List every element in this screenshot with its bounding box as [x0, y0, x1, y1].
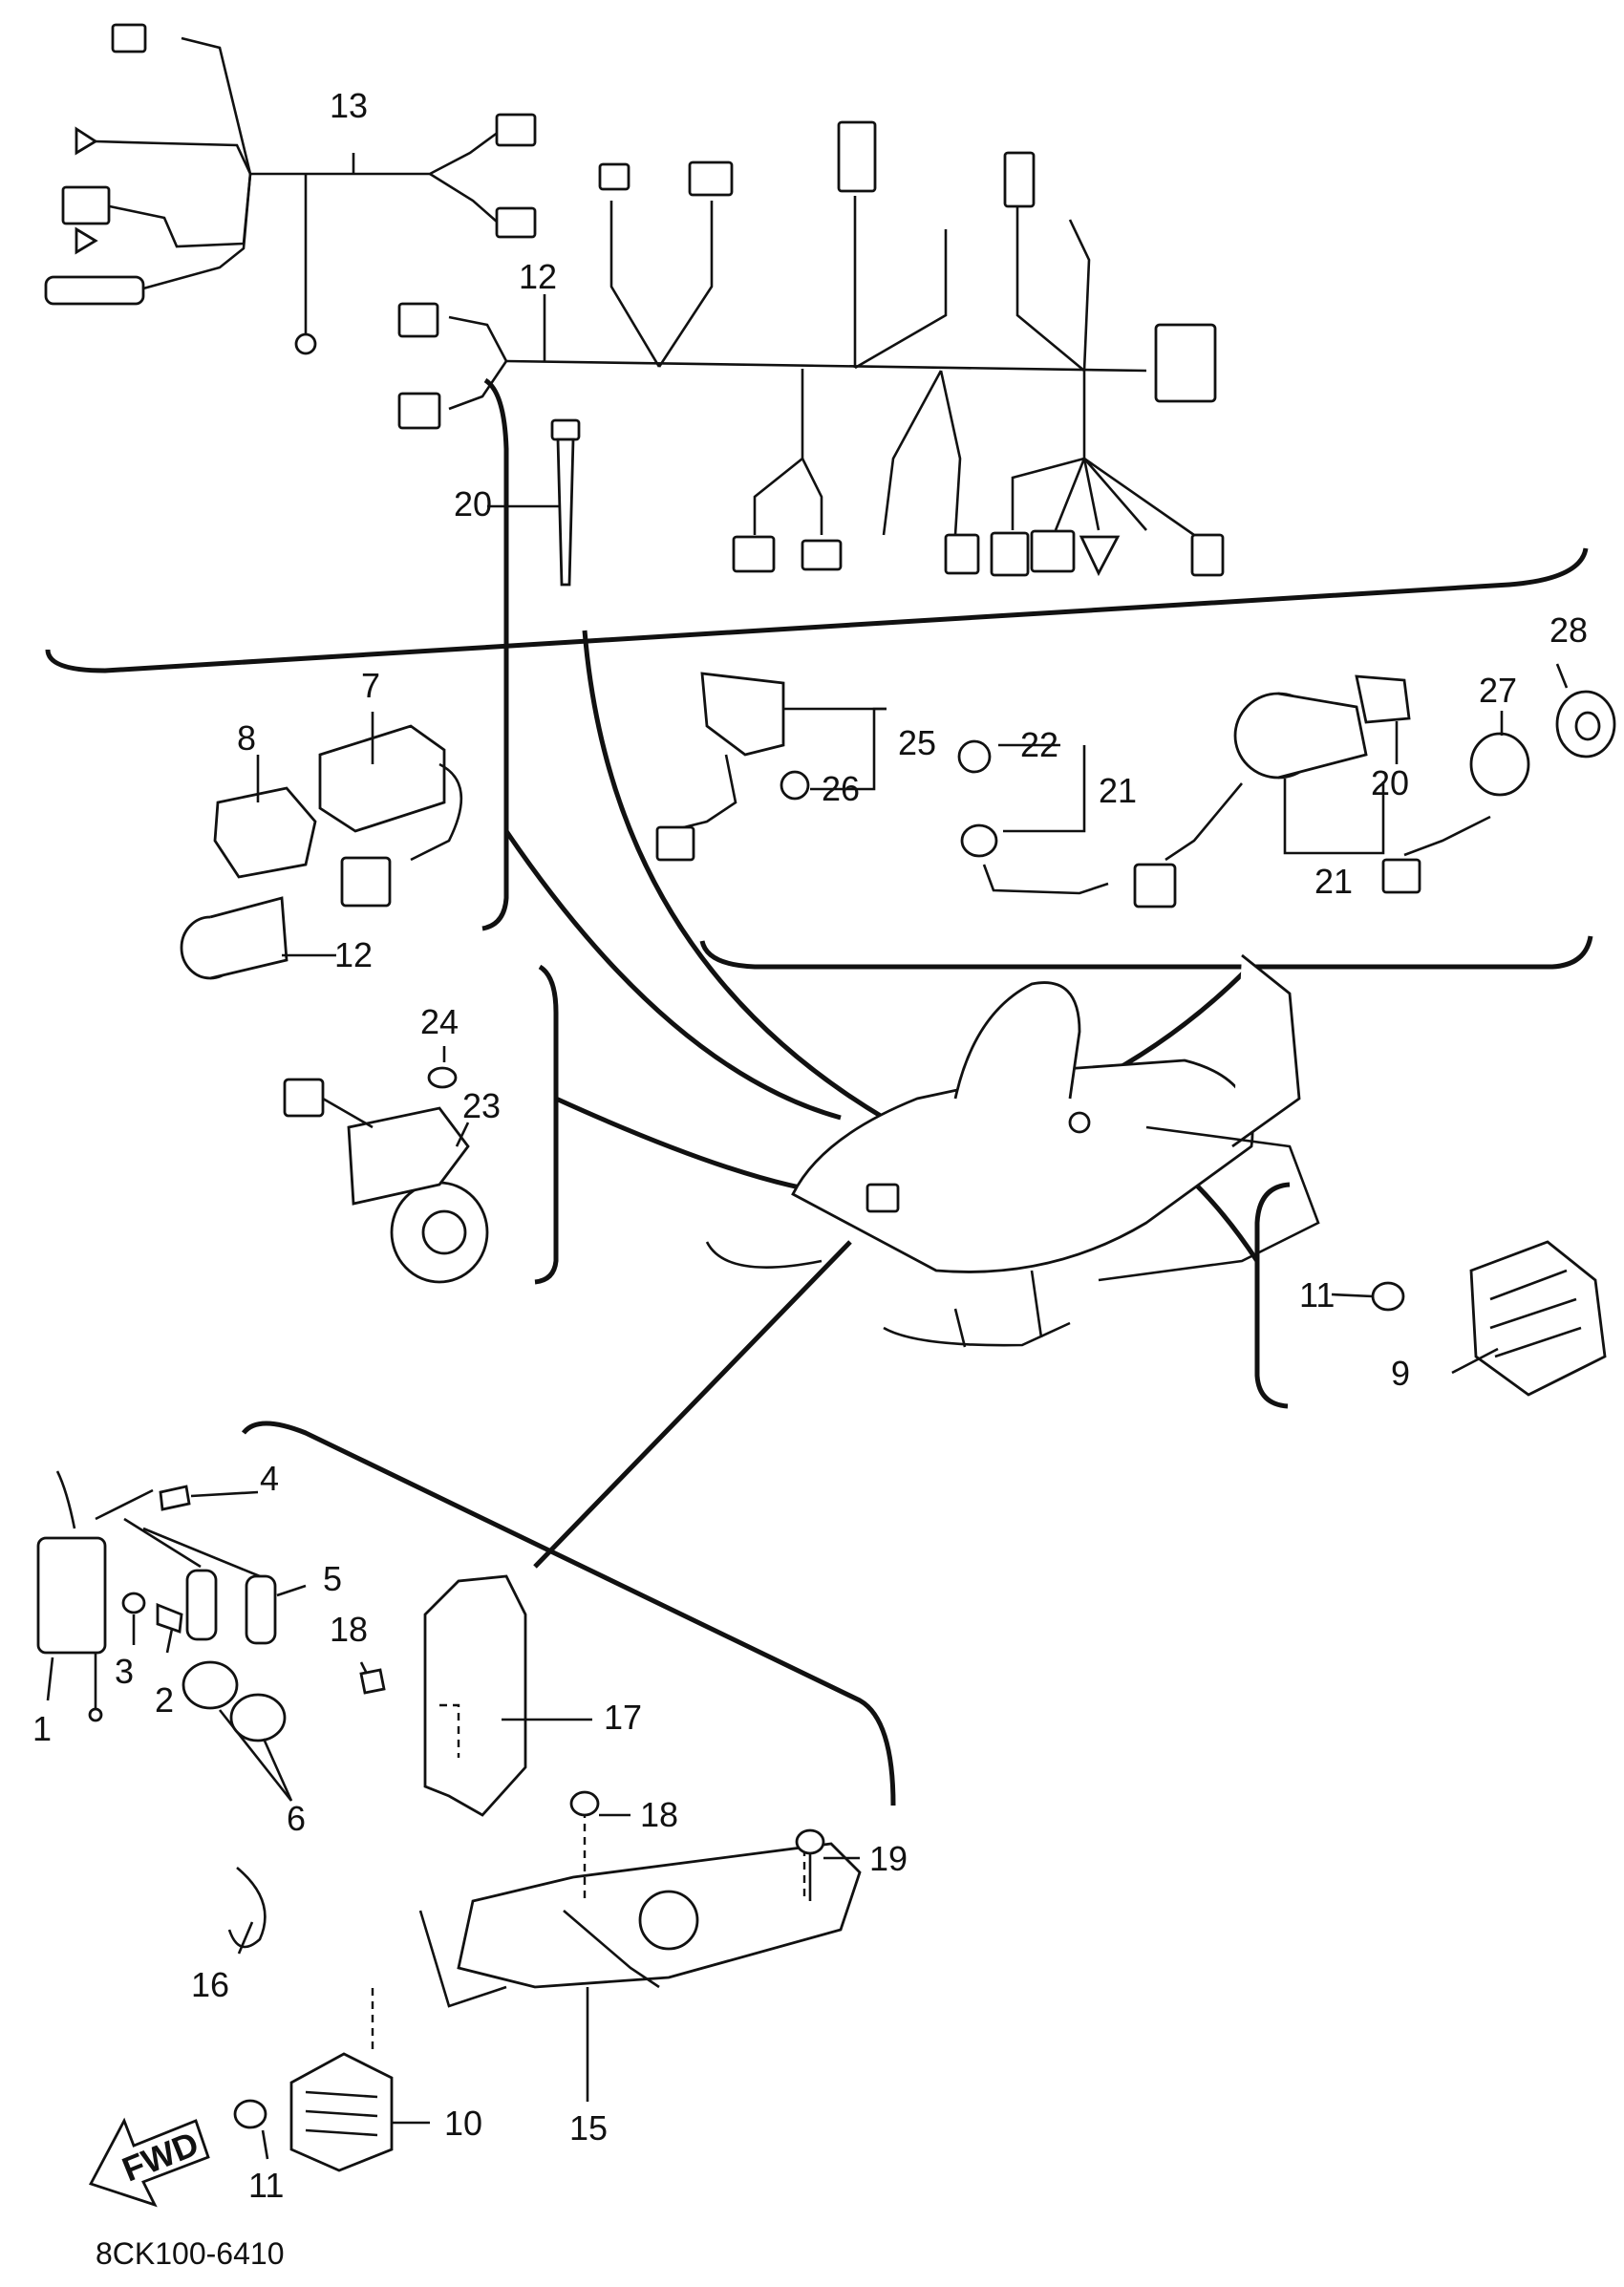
bulb-28 — [780, 770, 810, 801]
callout-4: 4 — [260, 1459, 279, 1498]
diagram-code: 8CK100-6410 — [96, 2236, 284, 2271]
bracket-15 — [418, 1810, 862, 2008]
callout-2: 2 — [155, 1680, 174, 1720]
section-boundaries — [45, 377, 1593, 1806]
nut-18-lower — [569, 1790, 600, 1817]
cdi-unit-7 — [318, 724, 463, 908]
callout-25: 23 — [462, 1086, 501, 1125]
callout-24: 22 — [1020, 725, 1058, 764]
nut-11-upper — [1371, 1281, 1405, 1312]
cable-tie-20 — [550, 418, 581, 587]
callout-17: 17 — [604, 1698, 642, 1737]
callout-3: 3 — [115, 1652, 134, 1691]
nut-11-lower — [233, 2099, 267, 2129]
callout-19: 19 — [869, 1839, 908, 1878]
callout-lines — [46, 153, 1569, 2160]
callout-9: 9 — [1391, 1354, 1410, 1393]
callout-18-upper: 18 — [330, 1610, 368, 1649]
callout-5: 5 — [323, 1559, 342, 1598]
callout-12: 12 — [334, 935, 373, 974]
callout-21: 21 — [1314, 862, 1353, 901]
socket-23 — [960, 823, 1109, 895]
fwd-arrow-icon: FWD — [88, 2117, 210, 2208]
regulator-9 — [1469, 1240, 1607, 1397]
bulb-24 — [957, 739, 992, 774]
snowmobile-illustration — [705, 953, 1320, 1348]
cover-17 — [423, 1574, 527, 1817]
wire-harness-13 — [397, 120, 1225, 577]
relay-12 — [180, 896, 288, 980]
callout-16: 16 — [191, 1965, 229, 2004]
callout-29: 27 — [1479, 671, 1517, 710]
callout-30: 28 — [1549, 610, 1588, 650]
clamp-16 — [227, 1867, 267, 1949]
wire-harness-14 — [44, 23, 537, 355]
bolt-2 — [156, 1602, 183, 1634]
callout-6: 6 — [287, 1799, 306, 1838]
callout-28: 26 — [822, 769, 860, 808]
nut-18-upper — [359, 1668, 386, 1695]
lamp-socket-27 — [655, 672, 785, 862]
callout-8: 8 — [237, 718, 256, 758]
callout-23: 21 — [1099, 771, 1137, 810]
nut-26 — [427, 1066, 458, 1089]
callout-18-lower: 18 — [640, 1795, 678, 1834]
callout-1: 1 — [32, 1709, 52, 1748]
switch-29 — [1381, 732, 1530, 894]
callout-26: 24 — [420, 1002, 459, 1041]
callout-20: 20 — [454, 484, 492, 524]
rectifier-10 — [289, 1987, 394, 2172]
callout-14: 13 — [330, 86, 368, 125]
callout-11-lower: 11 — [248, 2166, 284, 2205]
main-switch-21 — [1133, 692, 1368, 908]
grommets-6 — [182, 1660, 287, 1742]
switch-25 — [283, 1078, 489, 1284]
plug-caps-5 — [123, 1517, 277, 1645]
clip-4 — [159, 1485, 191, 1511]
callout-10: 10 — [444, 2104, 482, 2143]
ignition-coil-1 — [36, 1470, 154, 1722]
callout-7: 7 — [361, 666, 380, 705]
washer-3 — [121, 1592, 146, 1614]
callout-27: 25 — [898, 723, 936, 762]
cap-8 — [213, 786, 317, 879]
key-22 — [1355, 674, 1411, 724]
callout-13: 12 — [519, 257, 557, 296]
callout-labels: 13 12 20 7 8 12 24 23 25 26 22 21 21 20 … — [32, 86, 1588, 2205]
knob-30 — [1555, 690, 1616, 759]
callout-11-upper: 11 — [1299, 1275, 1335, 1314]
callout-22: 20 — [1371, 763, 1409, 802]
callout-15: 15 — [569, 2108, 608, 2148]
bolt-19 — [795, 1828, 825, 1901]
